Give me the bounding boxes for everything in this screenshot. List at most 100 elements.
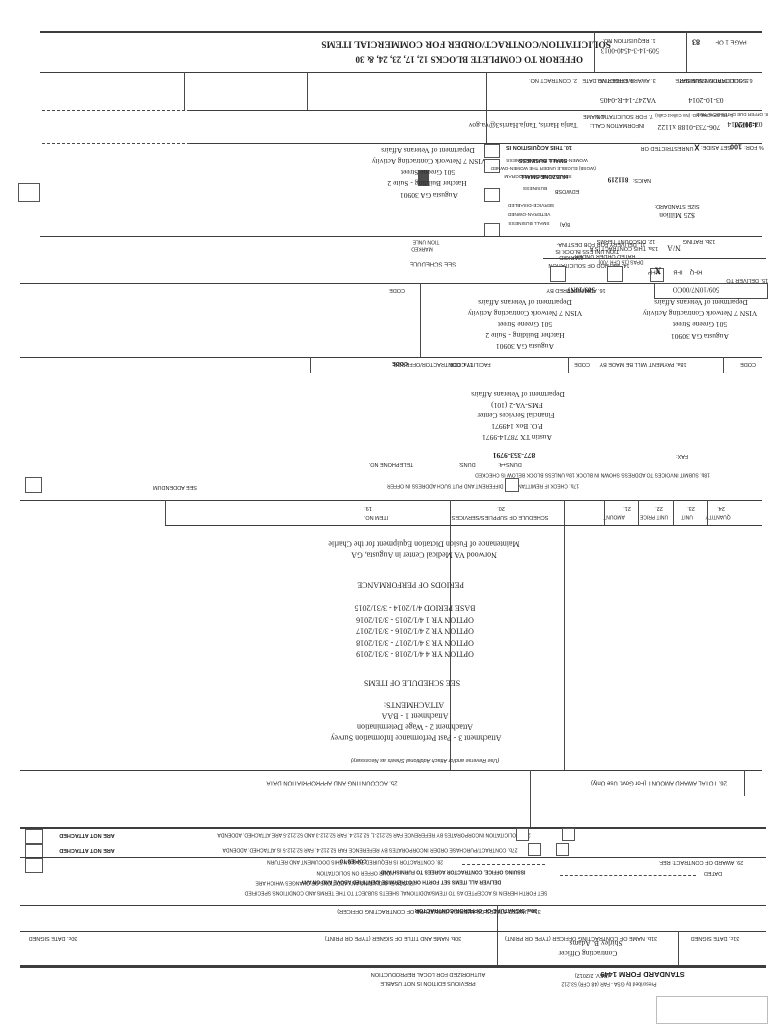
acquisition-checkbox-3[interactable] xyxy=(484,188,500,202)
offer-due-date-label: 8. OFFER DUE DATE/LOCAL TIME xyxy=(696,111,768,117)
quantity-label: QUANTITY xyxy=(705,513,731,520)
vrule-2526 xyxy=(530,770,531,827)
rule-3031-top xyxy=(20,905,766,906)
contracting-officer-name: Shirley B. Adams xyxy=(569,939,623,949)
contractor-code-overlay: CODE xyxy=(392,359,408,366)
telephone-no-label: TELEPHONE NO. xyxy=(368,460,414,467)
sdvosb-label-line1: SERVICE-DISABLED xyxy=(507,202,555,208)
delivery-fragment-2: MARKED xyxy=(411,245,433,252)
dated-label: DATED xyxy=(703,869,723,876)
stray-checkbox-left[interactable] xyxy=(18,183,40,202)
contact-name-value: Tanja Harris, Tanja.Harris3@va.gov xyxy=(468,121,578,131)
administered-by-code-overlay: 509/10N7 xyxy=(567,285,595,294)
schedule-text-base: BASE PERIOD 4/1/2014 - 3/31/2015 xyxy=(354,603,476,613)
rule-under-title xyxy=(40,72,762,73)
rated-order-label-1: 13a. THIS CONTRACT IS A xyxy=(589,244,659,251)
business-label: BUSINESS xyxy=(522,185,548,191)
quantity-number: 21. xyxy=(623,504,631,511)
unit-number: 22. xyxy=(655,504,663,511)
issued-by-address-line1: Department of Veterans Affairs xyxy=(381,146,475,156)
schedule-text-att1: Attachment 1 - BAA xyxy=(381,711,449,721)
acquisition-checkbox-2[interactable] xyxy=(484,159,500,173)
rating-value: N/A xyxy=(667,243,681,253)
administered-address-line3: 501 Greene Street xyxy=(497,320,553,330)
hubzone-overlay: HUBZONE SMALL xyxy=(520,172,568,179)
administered-address-line4: Hatcher Building - Suite 2 xyxy=(485,331,565,341)
addenda-27a-inline-box1[interactable] xyxy=(516,828,529,841)
see-addendum-checkbox[interactable] xyxy=(25,477,42,493)
method-checkbox-rfp[interactable] xyxy=(650,268,664,282)
schedule-number: 20. xyxy=(497,504,505,511)
vrule-req-page xyxy=(686,31,687,72)
rule-band1516-bottom xyxy=(20,357,762,358)
item-no-number: 19. xyxy=(364,504,372,511)
issuing-office-overlay: ISSUING OFFICE. CONTRACTOR AGREES TO FUR… xyxy=(380,868,526,875)
naics-label: NAICS: xyxy=(632,176,652,183)
size-standard-label: SIZE STANDARD: xyxy=(654,202,700,209)
duns4-label: DUNS+4: xyxy=(498,460,522,467)
vrule-2526-right xyxy=(744,770,745,796)
contract-incorporates-label: 27b. CONTRACT/PURCHASE ORDER INCORPORATE… xyxy=(222,846,518,853)
schedule-text-opt1: OPTION YR 1 4/1/2015 - 3/31/2016 xyxy=(356,615,474,625)
rule-30b-top xyxy=(20,931,766,932)
remittance-label: 17b. CHECK IF REMITTANCE IS DIFFERENT AN… xyxy=(387,482,579,489)
vrule-band2-a xyxy=(184,72,185,110)
addenda-27a-inline-box2[interactable] xyxy=(562,828,575,841)
total-award-label: 26. TOTAL AWARD AMOUNT (For Govt. Use On… xyxy=(591,779,727,786)
edwosb-label: EDWOSB xyxy=(554,187,580,194)
schedule-label: SCHEDULE OF SUPPLIES/SERVICES xyxy=(451,513,549,520)
addenda-27a-checkbox[interactable] xyxy=(25,829,43,844)
payment-address-line4: P.O. Box 149971 xyxy=(491,422,543,432)
unit-price-number: 23. xyxy=(687,504,695,511)
set-forth-label: SET FORTH HEREIN IS ACCEPTED AS TO ITEMS… xyxy=(244,889,548,896)
award-29-checkbox[interactable] xyxy=(25,858,43,873)
vrule-1924-a xyxy=(165,500,166,525)
schedule-text-line2: Norwood VA Medical Center in Augusta, GA xyxy=(351,550,497,560)
method-checkbox-2[interactable] xyxy=(607,266,623,282)
addenda-27b-inline-box1[interactable] xyxy=(528,843,541,856)
acquisition-checkbox-4[interactable] xyxy=(484,223,500,237)
rule-form-bottom xyxy=(20,965,766,968)
remittance-checkbox[interactable] xyxy=(505,478,519,492)
rule-band2-dashed xyxy=(42,110,190,111)
date-signed-31c-label: 31c. DATE SIGNED xyxy=(690,934,740,941)
vrule-schedule-left xyxy=(450,500,451,770)
solicitation-call-label-2: INFORMATION CALL: xyxy=(589,121,645,128)
method-checkbox-1[interactable] xyxy=(550,266,566,282)
unit-label: UNIT xyxy=(681,513,693,520)
rule-1924-bottom xyxy=(165,525,762,526)
payment-made-by-label: 18a. PAYMENT WILL BE MADE BY xyxy=(599,360,687,367)
code-label-17: CODE xyxy=(574,360,590,367)
unrestricted-label: UNRESTRICTED OR xyxy=(638,143,696,151)
rule-27-top xyxy=(20,827,766,829)
schedule-text-line1: Maintenance of Fusion Dictation Equipmen… xyxy=(328,539,520,549)
rule-band1114-bottom xyxy=(20,283,762,284)
addenda-27b-inline-box2[interactable] xyxy=(556,843,569,856)
rule-band78-bottom xyxy=(190,143,762,144)
delivery-fragment-1: TION UNLE xyxy=(412,238,440,245)
item-no-label: ITEM NO. xyxy=(363,513,389,520)
vrule-title-req xyxy=(594,31,595,72)
unit-price-label: UNIT PRICE xyxy=(639,513,669,520)
vrule-1924-b xyxy=(604,500,605,525)
rule-band1718-bottom xyxy=(20,500,762,501)
facility-code-overlay: FACILITY CODE xyxy=(449,360,491,367)
offeror-signature-overlay: 30a. SIGNATURE OF OFFEROR/CONTRACTOR xyxy=(414,906,538,913)
issued-by-address-line5: Augusta GA 30901 xyxy=(400,191,458,201)
authorized-reproduction-label: AUTHORIZED FOR LOCAL REPRODUCTION xyxy=(370,970,486,977)
page-of-label: PAGE 1 OF xyxy=(715,38,747,45)
rule-band2-bottom xyxy=(190,110,762,111)
rule-2829-top xyxy=(20,857,766,858)
acquisition-checkbox-1[interactable] xyxy=(484,144,500,158)
dash-fill-28 xyxy=(462,864,545,865)
rev-label: (REV. 2/2012) xyxy=(574,971,610,978)
schedule-text-attachments: ATTACHMENTS: xyxy=(383,700,445,710)
rule-band78-dashed xyxy=(42,143,190,144)
order-no-label: 4. ORDER NO. xyxy=(596,76,634,83)
rule-13a-under xyxy=(543,258,766,259)
set-aside-percent-value: 100 xyxy=(730,142,742,150)
deliver-to-address-line3: 501 Greene Street xyxy=(672,320,728,330)
vrule-schedule-right xyxy=(564,500,565,770)
solicitation-number-value: VA247-14-R-0405 xyxy=(599,96,657,106)
